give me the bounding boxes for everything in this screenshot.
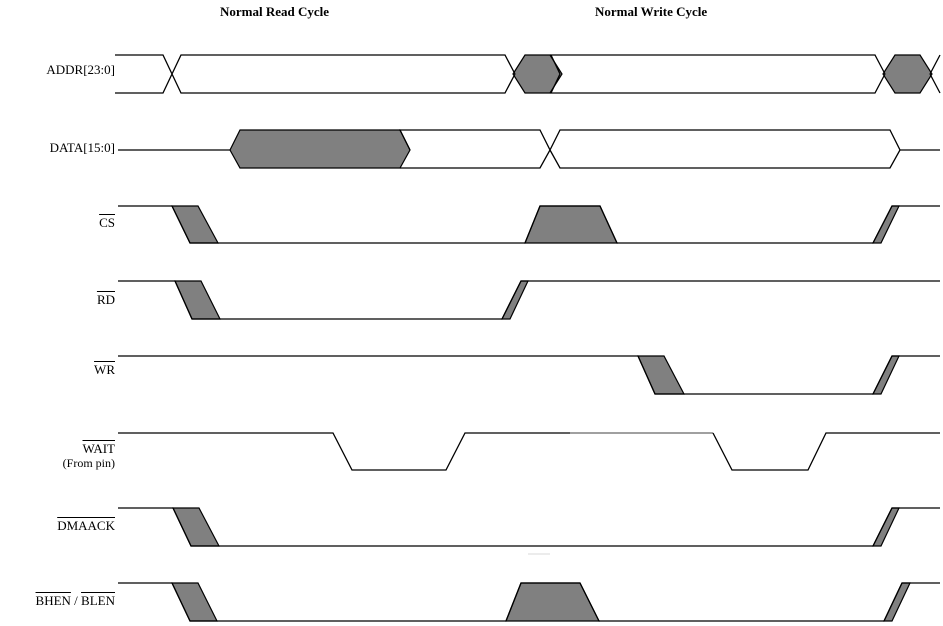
cs-shaded-fall (171, 205, 220, 244)
label-wr: WR (94, 362, 115, 377)
cs-waveform (118, 205, 940, 244)
bhen-blen-waveform (118, 582, 940, 622)
bhen-shaded-rise-end (883, 582, 911, 622)
cs-shaded-rise-end (872, 205, 900, 244)
rd-shaded-fall (174, 280, 221, 320)
dmaack-waveform (118, 507, 940, 555)
addr-waveform (115, 54, 941, 94)
addr-shaded-transition-1 (512, 54, 563, 94)
write-cycle-title: Normal Write Cycle (595, 4, 708, 19)
label-wait: WAIT(From pin) (62, 441, 115, 470)
wait-waveform (118, 432, 940, 471)
label-bhen-blen: BHEN / BLEN (35, 593, 115, 608)
wr-shaded-rise (872, 355, 900, 395)
dmaack-shaded-rise (872, 507, 900, 547)
rd-shaded-rise (501, 280, 529, 320)
dmaack-shaded-fall (172, 507, 220, 547)
label-cs: CS (99, 215, 115, 230)
label-rd: RD (96, 292, 115, 307)
data-waveform (118, 129, 940, 169)
label-dmaack: DMAACK (57, 518, 115, 533)
bhen-shaded-rise (505, 582, 600, 622)
wr-shaded-fall (637, 355, 685, 395)
label-addr: ADDR[23:0] (46, 62, 115, 77)
bhen-shaded-fall (171, 582, 218, 622)
label-wait-note: (From pin) (62, 456, 115, 470)
addr-shaded-transition-2 (882, 54, 933, 94)
label-data: DATA[15:0] (49, 140, 115, 155)
read-cycle-title: Normal Read Cycle (220, 4, 330, 19)
wr-waveform (118, 355, 940, 395)
rd-waveform (118, 280, 940, 320)
data-shaded-valid (229, 129, 411, 169)
